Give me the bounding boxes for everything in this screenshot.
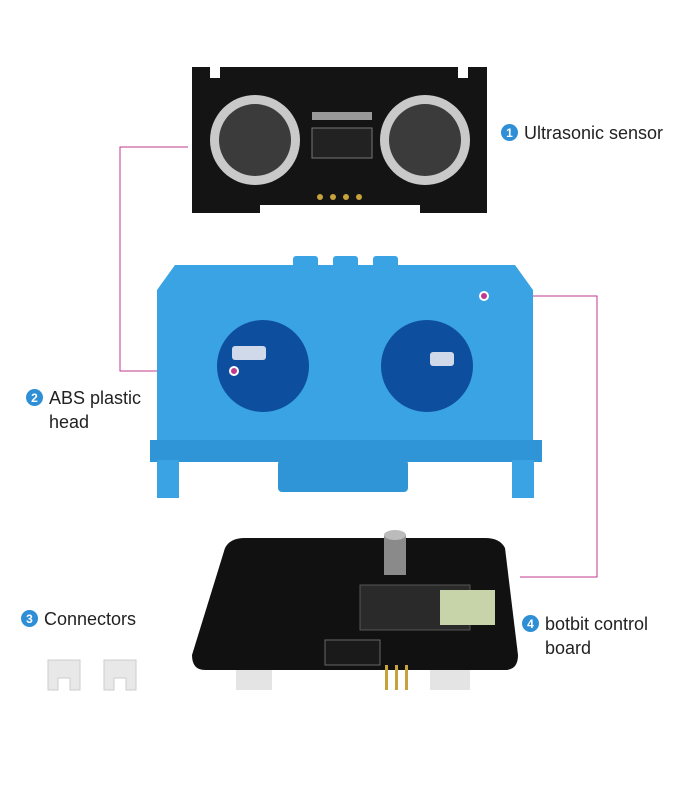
label-connectors: 3 Connectors <box>21 607 136 631</box>
connectors-image <box>47 659 137 691</box>
control-board-image <box>192 530 518 690</box>
abs-plastic-head-image <box>150 256 542 498</box>
number-badge: 4 <box>522 615 539 632</box>
label-control-board: 4 botbit control board <box>522 612 672 660</box>
label-ultrasonic-sensor: 1 Ultrasonic sensor <box>501 121 663 145</box>
leader-line-board <box>484 295 598 578</box>
label-abs-plastic-head: 2 ABS plastic head <box>26 386 156 434</box>
number-badge: 2 <box>26 389 43 406</box>
number-badge: 1 <box>501 124 518 141</box>
ultrasonic-sensor-image <box>192 67 487 213</box>
number-badge: 3 <box>21 610 38 627</box>
